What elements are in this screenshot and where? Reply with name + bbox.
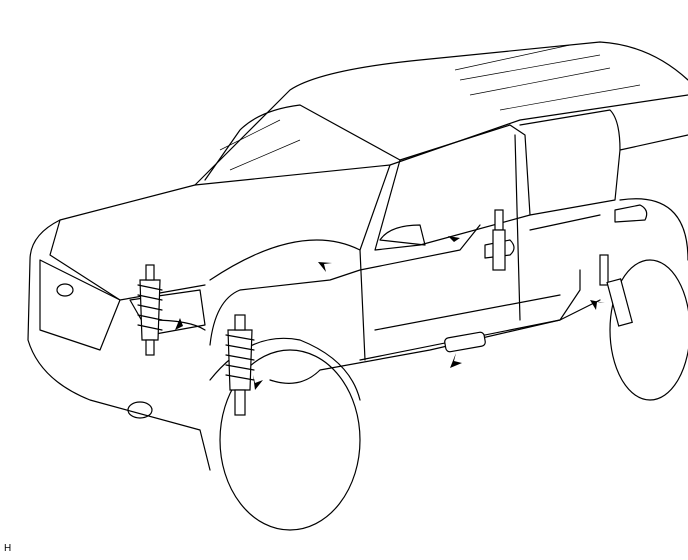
arrow-icon — [175, 318, 186, 334]
callout-arrows — [175, 236, 605, 390]
vehicle-body — [27, 41, 688, 531]
arrow-icon — [318, 262, 332, 272]
arrow-icon — [448, 236, 460, 246]
front-right-suspension — [225, 314, 255, 416]
side-mirror — [379, 224, 426, 246]
arrow-icon — [590, 300, 605, 310]
door-handle-front — [484, 239, 515, 259]
rear-right-shock — [599, 254, 633, 327]
arrow-icon — [450, 353, 462, 368]
door-handle-rear — [614, 204, 648, 223]
rear-left-shock — [492, 209, 506, 271]
figure-code: H — [4, 543, 12, 554]
actuator — [444, 331, 486, 353]
front-left-suspension — [137, 264, 163, 356]
arrow-icon — [253, 375, 263, 390]
